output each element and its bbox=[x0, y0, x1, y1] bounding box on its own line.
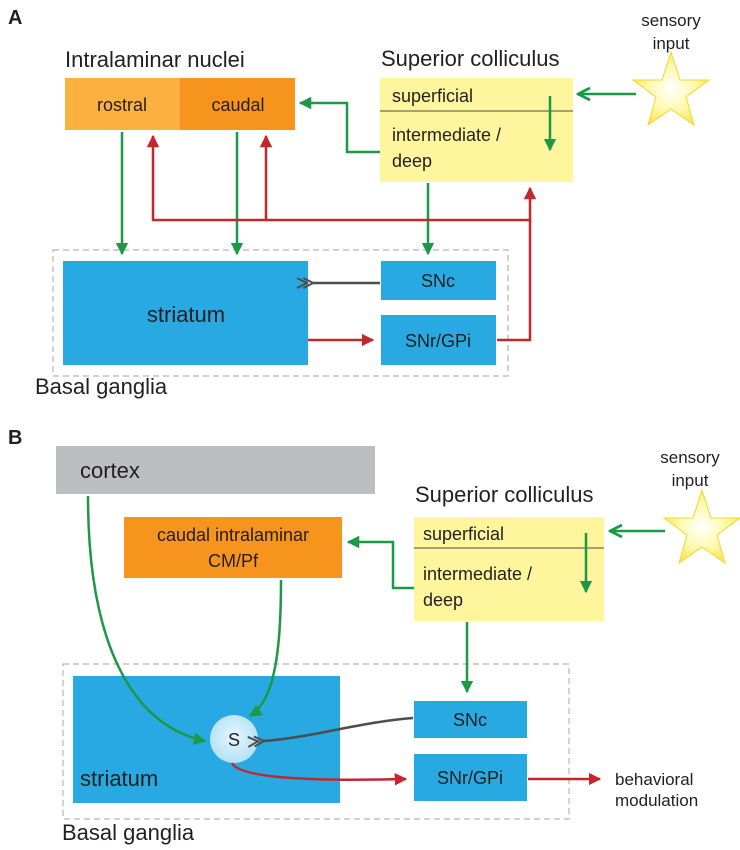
intermediate-label-b-line2: deep bbox=[423, 590, 463, 610]
caudal-intralaminar-box bbox=[124, 517, 342, 578]
striatum-box-b bbox=[73, 676, 340, 803]
superior-colliculus-box-a bbox=[380, 78, 573, 182]
basal-ganglia-label-b: Basal ganglia bbox=[62, 820, 195, 845]
intermediate-label-a-line2: deep bbox=[392, 151, 432, 171]
superior-colliculus-box-b bbox=[414, 517, 604, 621]
snr-gpi-label-b: SNr/GPi bbox=[437, 768, 503, 788]
superficial-label-b: superficial bbox=[423, 524, 504, 544]
panel-b-letter: B bbox=[8, 427, 22, 449]
basal-ganglia-label-a: Basal ganglia bbox=[35, 374, 168, 399]
superficial-label-a: superficial bbox=[392, 86, 473, 106]
intermediate-label-b-line1: intermediate / bbox=[423, 564, 532, 584]
caudal-intralaminar-label-line2: CM/Pf bbox=[208, 551, 259, 571]
sensory-input-label-b-line1: sensory bbox=[660, 448, 720, 467]
snc-box-a bbox=[381, 261, 496, 300]
striatum-box-a bbox=[63, 261, 308, 365]
striatal-neuron-label: S bbox=[228, 730, 240, 750]
intralaminar-nuclei-title: Intralaminar nuclei bbox=[65, 47, 245, 72]
snr-gpi-box-b bbox=[414, 754, 527, 801]
caudal-intralaminar-label-line1: caudal intralaminar bbox=[157, 525, 309, 545]
snr-gpi-label-a: SNr/GPi bbox=[405, 331, 471, 351]
sensory-input-label-b-line2: input bbox=[672, 471, 709, 490]
snc-label-a: SNc bbox=[421, 271, 455, 291]
rostral-label: rostral bbox=[97, 95, 147, 115]
snc-label-b: SNc bbox=[453, 710, 487, 730]
intermediate-label-a-line1: intermediate / bbox=[392, 125, 501, 145]
snr-gpi-box-a bbox=[381, 315, 496, 365]
sc-to-caudal-arrow bbox=[298, 96, 380, 154]
cortex-box bbox=[56, 446, 375, 494]
snc-to-s-arrow bbox=[263, 716, 414, 741]
caudal-box-a bbox=[180, 78, 295, 130]
striatal-neuron-s bbox=[210, 715, 258, 763]
cortex-to-s-arrow bbox=[86, 495, 207, 745]
superior-colliculus-title-b: Superior colliculus bbox=[415, 482, 594, 507]
behavioral-modulation-line1: behavioral bbox=[615, 770, 693, 789]
caudal-label-a: caudal bbox=[211, 95, 264, 115]
cmpf-to-s-arrow bbox=[248, 579, 283, 718]
superior-colliculus-title-a: Superior colliculus bbox=[381, 46, 560, 71]
snc-box-b bbox=[414, 701, 527, 738]
sensory-input-label-a-line2: input bbox=[653, 34, 690, 53]
basal-ganglia-box-b bbox=[62, 663, 570, 820]
striatum-label-b: striatum bbox=[80, 766, 158, 791]
sensory-input-label-a-line1: sensory bbox=[641, 11, 701, 30]
s-to-snr-arrow bbox=[230, 762, 408, 786]
panel-a-letter: A bbox=[8, 7, 22, 29]
striatum-label-a: striatum bbox=[147, 302, 225, 327]
cortex-label: cortex bbox=[80, 458, 140, 483]
sensory-star-icon-a bbox=[631, 50, 711, 127]
behavioral-modulation-line2: modulation bbox=[615, 791, 698, 810]
sc-to-cmpf-arrow bbox=[346, 535, 414, 590]
sensory-star-icon-b bbox=[662, 488, 740, 565]
rostral-box bbox=[65, 78, 180, 130]
